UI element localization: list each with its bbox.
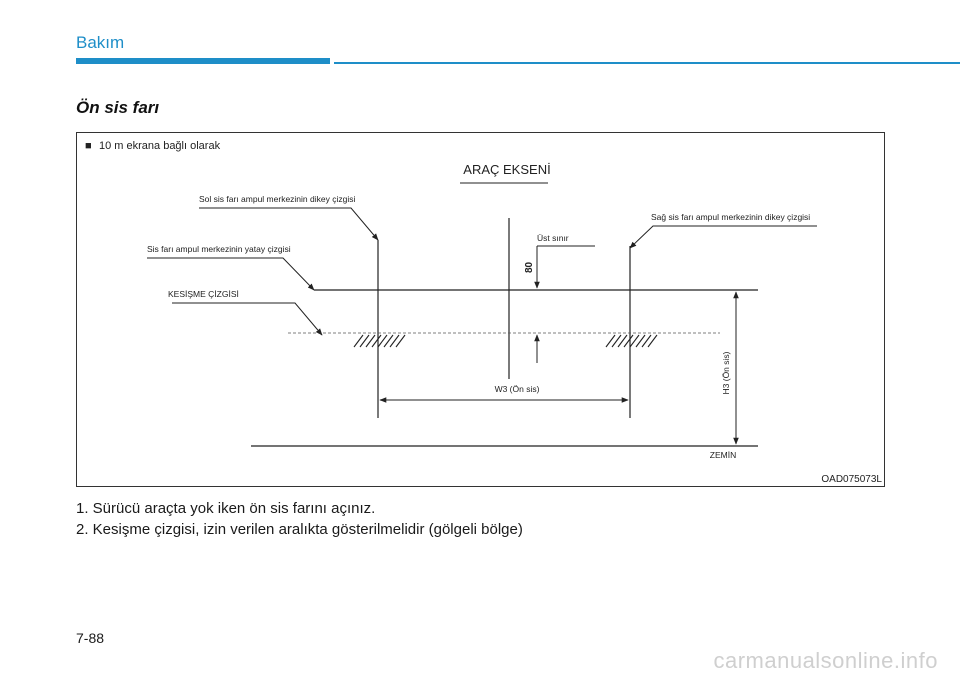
header-rule-thick bbox=[76, 58, 330, 64]
right-hatch-zone bbox=[605, 334, 658, 348]
vehicle-axis-label: ARAÇ EKSENİ bbox=[463, 162, 550, 177]
right-vertical-leader bbox=[629, 225, 817, 249]
instruction-step-1: 1. Sürücü araçta yok iken ön sis farını … bbox=[76, 500, 376, 517]
horizontal-line-label: Sis farı ampul merkezinin yatay çizgisi bbox=[147, 244, 291, 254]
instruction-step-2: 2. Kesişme çizgisi, izin verilen aralıkt… bbox=[76, 521, 523, 538]
header-rule-thin bbox=[334, 62, 960, 64]
watermark: carmanualsonline.info bbox=[713, 648, 938, 673]
note-marker-icon: ■ bbox=[85, 140, 92, 152]
note-text: 10 m ekrana bağlı olarak bbox=[99, 140, 221, 152]
left-vertical-leader bbox=[199, 207, 379, 241]
figure-code: OAD075073L bbox=[821, 474, 882, 485]
left-hatch-zone bbox=[353, 334, 406, 348]
right-vertical-label: Sağ sis farı ampul merkezinin dikey çizg… bbox=[651, 212, 810, 222]
intersection-label: KESİŞME ÇİZGİSİ bbox=[168, 289, 239, 299]
upper-limit-value: 80 bbox=[524, 261, 535, 273]
page-title: Ön sis farı bbox=[76, 98, 160, 117]
height-dimension-label: H3 (Ön sis) bbox=[721, 351, 731, 394]
left-vertical-label: Sol sis farı ampul merkezinin dikey çizg… bbox=[199, 194, 355, 204]
ground-label: ZEMİN bbox=[710, 450, 736, 460]
intersection-leader bbox=[172, 302, 323, 336]
aiming-diagram: ■ 10 m ekrana bağlı olarak ARAÇ EKSENİ bbox=[76, 132, 885, 487]
section-label: Bakım bbox=[76, 33, 125, 52]
horizontal-line-leader bbox=[147, 257, 315, 291]
width-dimension-label: W3 (Ön sis) bbox=[495, 384, 540, 394]
page-number: 7-88 bbox=[76, 630, 105, 646]
upper-limit-label: Üst sınır bbox=[537, 233, 569, 243]
